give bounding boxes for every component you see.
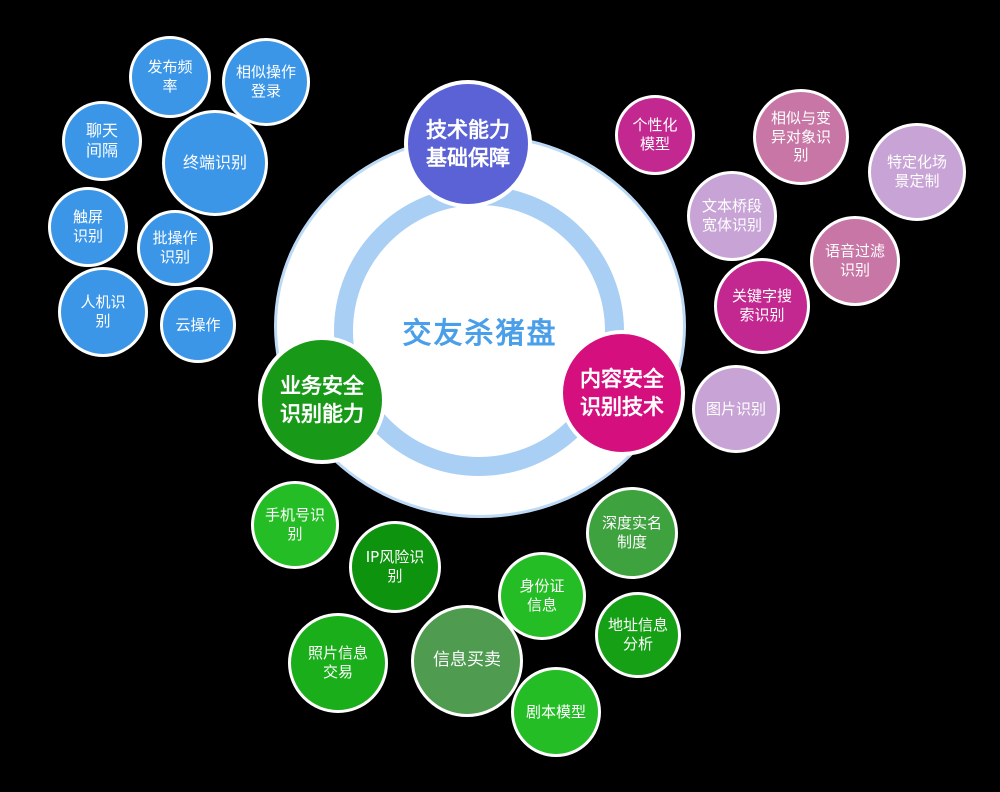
bubble-script-model: 剧本模型 xyxy=(511,667,601,757)
bubble-phone-number-recognition: 手机号识 别 xyxy=(251,481,339,569)
bubble-touchscreen-recognition: 触屏 识别 xyxy=(48,187,128,267)
bubble-personalized-model: 个性化 模型 xyxy=(615,95,695,175)
category-content-security: 内容安全 识别技术 xyxy=(559,330,685,456)
bubble-image-recognition: 图片识别 xyxy=(692,365,780,453)
bubble-text-bridge-recognition: 文本桥段 宽体识别 xyxy=(687,171,777,261)
bubble-ip-risk-recognition: IP风险识 别 xyxy=(349,521,441,613)
bubble-address-info-analysis: 地址信息 分析 xyxy=(595,592,681,678)
bubble-specific-scene-customization: 特定化场 景定制 xyxy=(868,123,966,221)
diagram-title: 交友杀猪盘 xyxy=(402,316,558,350)
bubble-similar-operation-login: 相似操作 登录 xyxy=(222,38,310,126)
bubble-keyword-search-recognition: 关键字搜 索识别 xyxy=(714,258,810,354)
category-business-security: 业务安全 识别能力 xyxy=(258,336,386,464)
bubble-terminal-recognition: 终端识别 xyxy=(162,110,268,216)
bubble-photo-info-trading: 照片信息 交易 xyxy=(288,613,388,713)
category-tech-capability: 技术能力 基础保障 xyxy=(404,80,532,208)
bubble-publish-frequency: 发布频 率 xyxy=(129,36,211,118)
bubble-batch-operation-recognition: 批操作 识别 xyxy=(137,210,213,286)
bubble-chat-interval: 聊天 间隔 xyxy=(62,101,142,181)
bubble-id-card-info: 身份证 信息 xyxy=(498,552,586,640)
bubble-similar-variant-object-recognition: 相似与变 异对象识 别 xyxy=(753,89,849,185)
bubble-human-machine-recognition: 人机识 别 xyxy=(58,267,148,357)
bubble-info-trading: 信息买卖 xyxy=(411,605,523,717)
bubble-cloud-operation: 云操作 xyxy=(160,287,236,363)
bubble-deep-real-name-system: 深度实名 制度 xyxy=(586,487,678,579)
bubble-voice-filter-recognition: 语音过滤 识别 xyxy=(810,216,900,306)
